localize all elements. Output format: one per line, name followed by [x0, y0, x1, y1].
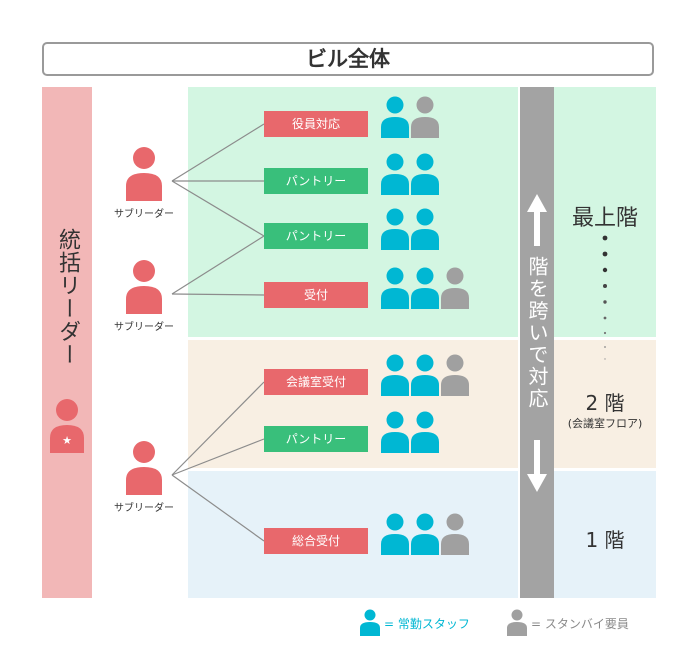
- standby-staff-icon: [411, 96, 439, 138]
- sub-leader-3-icon: [126, 441, 162, 495]
- ellipsis-dots: [602, 235, 608, 360]
- page-title: ビル全体: [42, 42, 654, 76]
- legend-regular-label: = 常勤スタッフ: [384, 617, 470, 631]
- first-floor-label-zone: [554, 471, 656, 598]
- regular-staff-icon: [381, 411, 409, 453]
- leader-label: 統括リーダー: [55, 228, 80, 366]
- floor-label-middle: 2 階: [585, 391, 625, 415]
- standby-staff-icon: [441, 513, 469, 555]
- sub-leader-2-label: サブリーダー: [114, 322, 174, 333]
- task-tag: 総合受付: [264, 528, 368, 554]
- floor-label-middle-note: (会議室フロア): [567, 417, 643, 430]
- regular-staff-icon: [381, 96, 409, 138]
- task-tag: 役員対応: [264, 111, 368, 137]
- regular-staff-icon: [411, 208, 439, 250]
- regular-staff-icon: [381, 208, 409, 250]
- cross-floor-label: 階を跨いで対応: [525, 256, 549, 410]
- task-tag: パントリー: [264, 223, 368, 249]
- task-tag: 会議室受付: [264, 369, 368, 395]
- regular-staff-icon: [411, 153, 439, 195]
- svg-text:★: ★: [62, 434, 72, 447]
- top-floor-label-zone: [554, 87, 656, 337]
- task-tag: パントリー: [264, 168, 368, 194]
- leader-person-icon: ★: [50, 399, 84, 453]
- regular-staff-legend-icon: [360, 609, 380, 636]
- regular-staff-icon: [381, 153, 409, 195]
- sub-leader-1-label: サブリーダー: [114, 209, 174, 220]
- standby-staff-legend-icon: [507, 609, 527, 636]
- leader-column: [42, 87, 92, 598]
- regular-staff-icon: [411, 513, 439, 555]
- legend-standby-label: = スタンバイ要員: [531, 617, 629, 631]
- arrow-up-icon: [527, 194, 547, 246]
- standby-staff-icon: [441, 354, 469, 396]
- regular-staff-icon: [381, 267, 409, 309]
- cross-floor-column: [520, 87, 554, 598]
- floor-label-top: 最上階: [571, 206, 638, 231]
- task-tag: パントリー: [264, 426, 368, 452]
- regular-staff-icon: [411, 411, 439, 453]
- task-tag: 受付: [264, 282, 368, 308]
- regular-staff-icon: [381, 513, 409, 555]
- regular-staff-icon: [411, 354, 439, 396]
- second-floor-label-zone: [554, 340, 656, 468]
- sub-leader-2-icon: [126, 260, 162, 314]
- standby-staff-icon: [441, 267, 469, 309]
- regular-staff-icon: [411, 267, 439, 309]
- arrow-down-icon: [527, 440, 547, 492]
- sub-leader-1-icon: [126, 147, 162, 201]
- floor-label-bottom: 1 階: [585, 528, 625, 552]
- sub-leader-3-label: サブリーダー: [114, 503, 174, 514]
- regular-staff-icon: [381, 354, 409, 396]
